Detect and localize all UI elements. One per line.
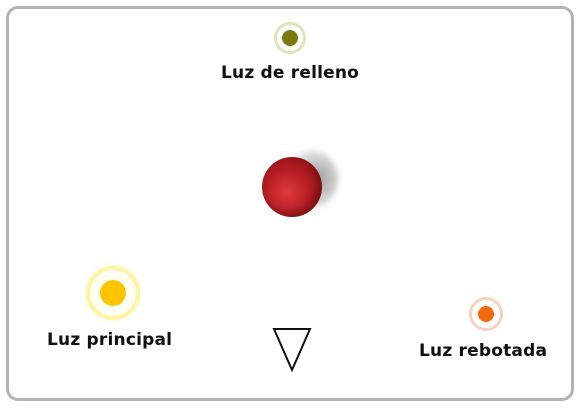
fill-light-icon	[282, 30, 298, 46]
camera-triangle-icon	[272, 328, 312, 373]
camera-marker[interactable]	[272, 326, 312, 373]
fill-light[interactable]	[274, 22, 306, 54]
fill-light-label: Luz de relleno	[221, 63, 360, 83]
key-light-icon	[100, 280, 126, 306]
bounce-light-icon	[478, 306, 494, 322]
key-light[interactable]	[86, 266, 140, 320]
key-light-label: Luz principal	[47, 330, 173, 350]
bounce-light[interactable]	[469, 297, 503, 331]
subject-sphere[interactable]	[262, 157, 322, 217]
bounce-light-label: Luz rebotada	[419, 341, 548, 361]
